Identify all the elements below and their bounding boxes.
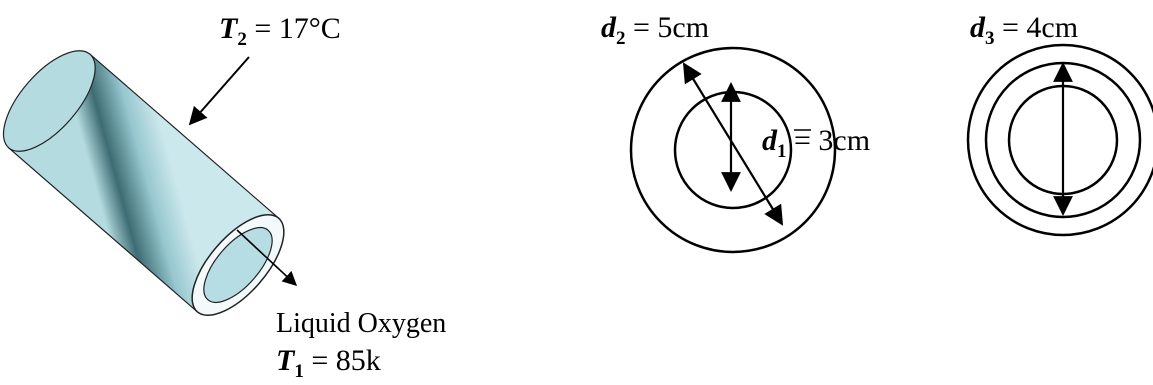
pipe-body: [2, 50, 285, 317]
outer-circle: [629, 46, 837, 254]
outer-diameter-label: d2 = 5cm: [601, 11, 709, 49]
pipe-back-end: [2, 50, 96, 152]
fluid-label: Liquid Oxygen: [276, 308, 446, 339]
cross-section-b: [966, 43, 1153, 237]
inner-temperature-label: T1 = 85k: [276, 344, 381, 382]
flow-direction-arrow: [236, 229, 298, 286]
outer-circle: [966, 43, 1153, 237]
diameter-label: d3 = 4cm: [970, 11, 1078, 49]
outer-diameter-arrow: [682, 62, 784, 226]
pipe-3d: [2, 50, 298, 317]
cross-section-a: [629, 46, 837, 254]
outer-surface-leader-arrow: [188, 56, 250, 126]
inner-diameter-label: d1 = 3cm: [762, 124, 870, 162]
outer-temperature-label: T2 = 17°C: [219, 12, 341, 50]
